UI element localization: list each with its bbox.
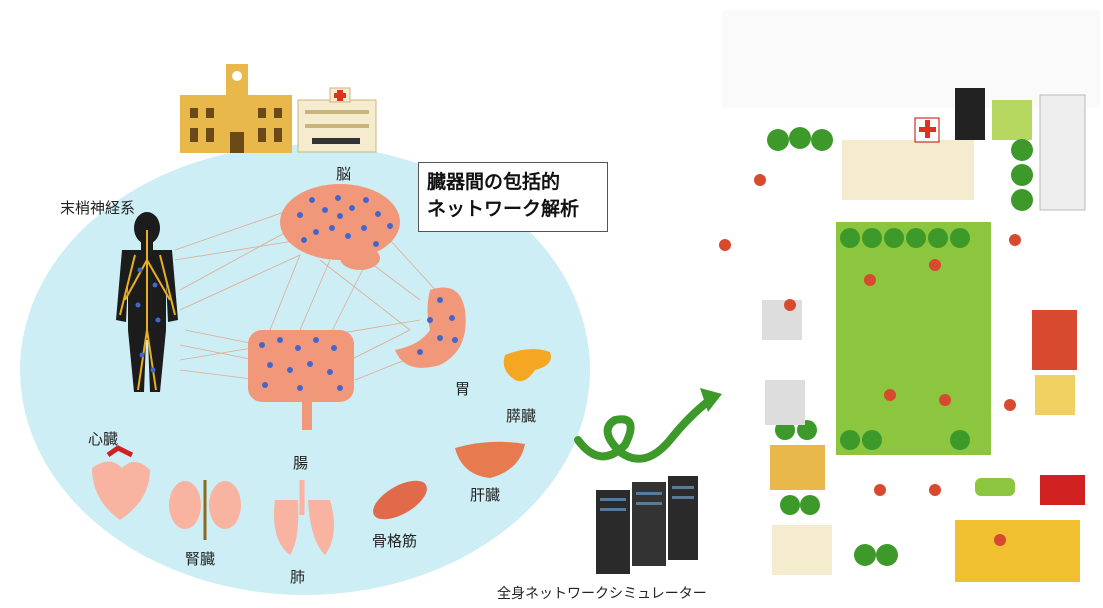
simulator-caption: 全身ネットワークシミュレーター (497, 586, 707, 602)
network-lines (174, 209, 441, 381)
park-area (836, 222, 991, 455)
label-liver: 肝臓 (470, 486, 501, 504)
heart-organ (92, 445, 150, 520)
lung-organ (274, 480, 334, 555)
label-stomach: 胃 (455, 380, 471, 398)
label-kidney: 腎臓 (185, 550, 216, 568)
liver-organ (455, 441, 525, 478)
human-nerve-figure (116, 212, 178, 392)
label-pancreas: 膵臓 (506, 407, 537, 425)
label-heart: 心臓 (88, 430, 119, 448)
kidney-organ (169, 480, 241, 540)
label-lung: 肺 (290, 568, 306, 586)
label-skeletal-muscle: 骨格筋 (372, 532, 418, 550)
intestine-organ (248, 330, 354, 430)
title-box: 臓器間の包括的 ネットワーク解析 (418, 162, 608, 232)
title-line-2: ネットワーク解析 (427, 198, 580, 220)
title-line-1: 臓器間の包括的 (427, 171, 561, 193)
label-brain: 脳 (336, 165, 352, 183)
stomach-organ (395, 287, 466, 368)
brain-organ (280, 184, 400, 270)
label-peripheral-nerve: 末梢神経系 (60, 199, 136, 217)
supercomputer-icon (596, 476, 698, 574)
hospital-building (297, 87, 377, 153)
label-intestine: 腸 (293, 454, 309, 472)
green-spiral-arrow (574, 388, 722, 463)
skeletal-muscle-organ (373, 480, 427, 520)
city-illustration (719, 10, 1100, 582)
university-building (180, 64, 292, 153)
pancreas-organ (503, 349, 551, 382)
